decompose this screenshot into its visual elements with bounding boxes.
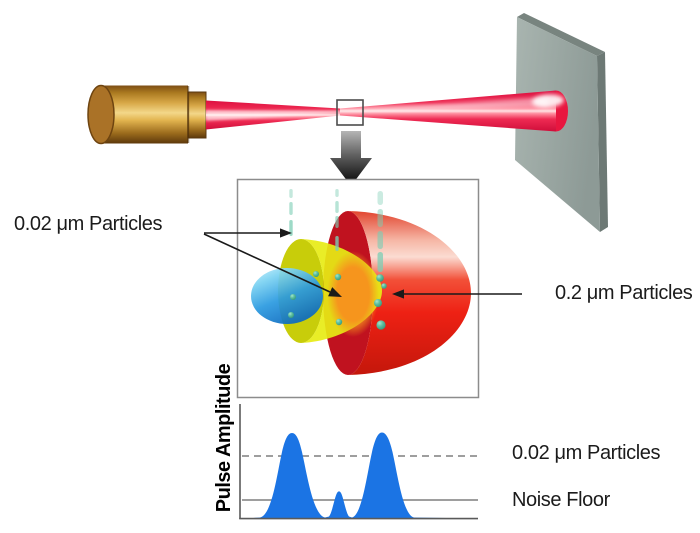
beam-core-glow-left xyxy=(206,110,340,121)
inset-box xyxy=(236,178,480,399)
laser-source xyxy=(87,84,207,145)
pulse-waveform xyxy=(245,432,478,519)
laser-body xyxy=(101,85,188,144)
particle-trails xyxy=(289,189,383,272)
particles xyxy=(288,271,387,330)
y-axis-label: Pulse Amplitude xyxy=(213,363,235,513)
laser-body-edge xyxy=(187,86,190,143)
arrowhead-right xyxy=(392,289,404,299)
left-particle-label: 0.02 μm Particles xyxy=(14,213,163,235)
screen-top-face xyxy=(517,13,605,56)
laser-beam xyxy=(206,90,568,132)
intensity-shells xyxy=(251,211,471,375)
screen-side-face xyxy=(597,52,608,232)
laser-end-cap xyxy=(87,84,115,145)
pulse-chart xyxy=(239,404,478,520)
beam-core-glow-right xyxy=(340,97,548,114)
right-particle-label: 0.2 μm Particles xyxy=(555,282,693,304)
arrow-left-lower xyxy=(203,233,331,293)
red-shell-body xyxy=(348,211,471,375)
blue-core xyxy=(251,268,323,324)
laser-collar xyxy=(187,91,207,139)
arrowhead-upper xyxy=(280,228,292,238)
annotation-arrows xyxy=(203,228,522,299)
noise-floor-label: Noise Floor xyxy=(512,489,610,511)
beam-waist-square xyxy=(336,99,364,126)
arrowhead-lower xyxy=(328,287,342,297)
orange-shell xyxy=(327,251,379,337)
down-arrow-icon xyxy=(330,131,372,186)
beam-impact-glow xyxy=(532,94,564,108)
threshold-line-label: 0.02 μm Particles xyxy=(512,442,661,464)
